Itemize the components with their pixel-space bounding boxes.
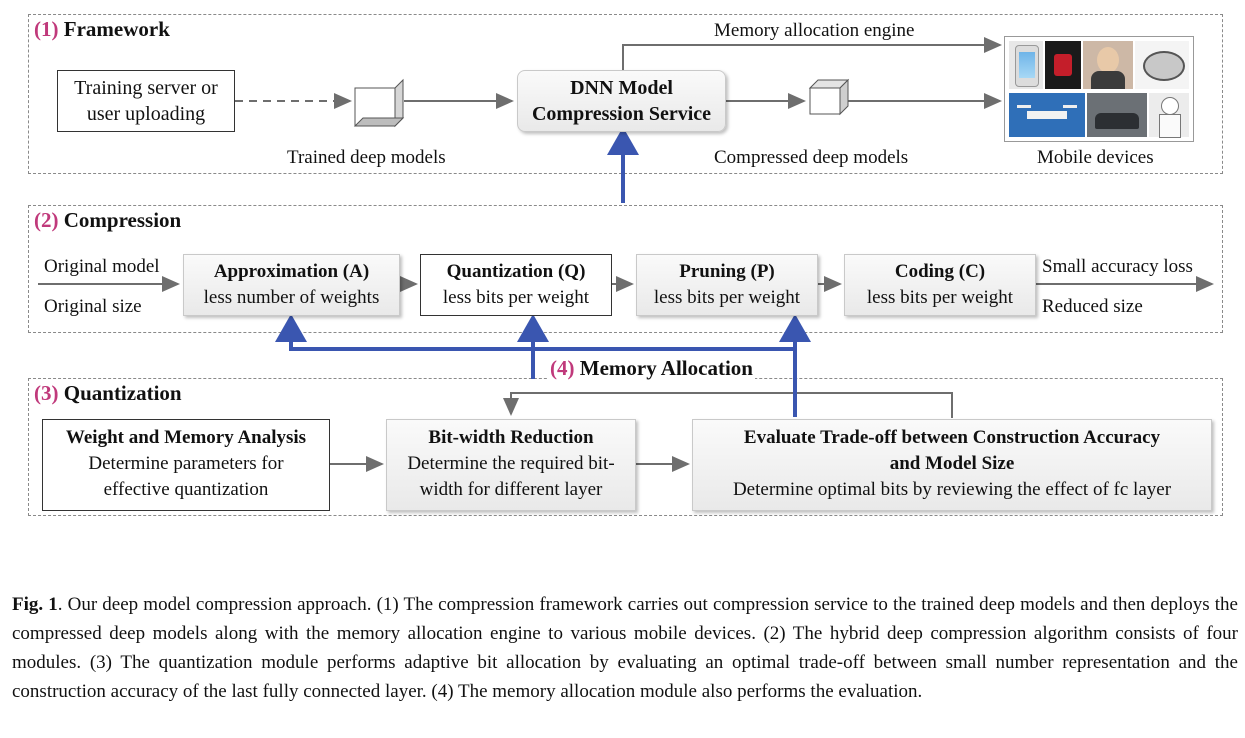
quantization-section-title: (3) Quantization bbox=[34, 381, 182, 406]
analysis-desc-1: Determine parameters for bbox=[88, 453, 284, 474]
evaluate-desc: Determine optimal bits by reviewing the … bbox=[732, 479, 1172, 500]
analysis-desc-2: effective quantization bbox=[103, 479, 269, 500]
smartwatch-image bbox=[1045, 41, 1081, 89]
trained-model-cube-icon bbox=[353, 78, 405, 128]
evaluate-title-2: and Model Size bbox=[889, 453, 1015, 474]
memory-allocation-label: Memory Allocation bbox=[579, 356, 753, 380]
service-line-1: DNN Model bbox=[570, 77, 673, 99]
feedback-arrow bbox=[503, 392, 953, 418]
pruning-title: Pruning (P) bbox=[679, 261, 775, 282]
bit-width-reduction-box: Bit-width Reduction Determine the requir… bbox=[386, 419, 636, 511]
figure-caption-text: . Our deep model compression approach. (… bbox=[12, 594, 1238, 702]
quantization-number: (3) bbox=[34, 381, 59, 405]
memory-allocation-title: (4) Memory Allocation bbox=[548, 356, 755, 381]
approximation-module: Approximation (A) less number of weights bbox=[183, 254, 400, 316]
approximation-title: Approximation (A) bbox=[213, 261, 370, 282]
pruning-module: Pruning (P) less bits per weight bbox=[636, 254, 818, 316]
original-model-label: Original model bbox=[44, 256, 160, 277]
person-image bbox=[1083, 41, 1133, 89]
memory-allocation-number: (4) bbox=[550, 356, 575, 380]
compression-service-box: DNN Model Compression Service bbox=[517, 70, 726, 132]
training-line-1: Training server or bbox=[74, 77, 218, 99]
mobile-devices-collage bbox=[1004, 36, 1194, 142]
drone-image bbox=[1009, 93, 1085, 137]
training-line-2: user uploading bbox=[86, 103, 206, 125]
compression-number: (2) bbox=[34, 208, 59, 232]
coding-title: Coding (C) bbox=[894, 261, 986, 282]
quantization-section-label: Quantization bbox=[63, 381, 182, 405]
quantization-module: Quantization (Q) less bits per weight bbox=[420, 254, 612, 316]
reduction-desc-2: width for different layer bbox=[419, 479, 603, 500]
trained-models-label: Trained deep models bbox=[287, 147, 446, 168]
original-size-label: Original size bbox=[44, 296, 142, 317]
reduced-size-label: Reduced size bbox=[1042, 296, 1143, 317]
compression-label: Compression bbox=[63, 208, 182, 232]
coding-module: Coding (C) less bits per weight bbox=[844, 254, 1036, 316]
framework-title: (1) Framework bbox=[34, 17, 170, 42]
service-line-2: Compression Service bbox=[531, 103, 712, 125]
arrow-memory-engine bbox=[622, 37, 1002, 70]
framework-number: (1) bbox=[34, 17, 59, 41]
car-image bbox=[1087, 93, 1147, 137]
framework-label: Framework bbox=[63, 17, 170, 41]
reduction-title: Bit-width Reduction bbox=[428, 427, 594, 448]
coding-desc: less bits per weight bbox=[866, 287, 1014, 308]
evaluate-title-1: Evaluate Trade-off between Construction … bbox=[743, 427, 1161, 448]
memory-engine-label: Memory allocation engine bbox=[714, 20, 915, 41]
training-server-box: Training server or user uploading bbox=[57, 70, 235, 132]
weight-memory-analysis-box: Weight and Memory Analysis Determine par… bbox=[42, 419, 330, 511]
figure-label: Fig. 1 bbox=[12, 594, 58, 615]
reduction-desc-1: Determine the required bit- bbox=[407, 453, 615, 474]
pruning-desc: less bits per weight bbox=[653, 287, 801, 308]
compression-title: (2) Compression bbox=[34, 208, 181, 233]
robot-device-image bbox=[1135, 41, 1189, 89]
small-accuracy-loss-label: Small accuracy loss bbox=[1042, 256, 1193, 277]
humanoid-robot-image bbox=[1149, 93, 1189, 138]
compression-section bbox=[28, 205, 1223, 333]
framework-section bbox=[28, 14, 1223, 174]
quantization-desc: less bits per weight bbox=[442, 287, 590, 308]
compressed-model-cube-icon bbox=[808, 78, 850, 116]
evaluate-tradeoff-box: Evaluate Trade-off between Construction … bbox=[692, 419, 1212, 511]
analysis-title: Weight and Memory Analysis bbox=[65, 427, 307, 448]
phone-image bbox=[1009, 41, 1043, 89]
figure-caption: Fig. 1. Our deep model compression appro… bbox=[12, 590, 1238, 706]
compressed-models-label: Compressed deep models bbox=[714, 147, 909, 168]
blue-memory-line bbox=[289, 321, 795, 351]
quantization-title: Quantization (Q) bbox=[446, 261, 586, 282]
mobile-devices-label: Mobile devices bbox=[1037, 147, 1154, 168]
approximation-desc: less number of weights bbox=[203, 287, 380, 308]
